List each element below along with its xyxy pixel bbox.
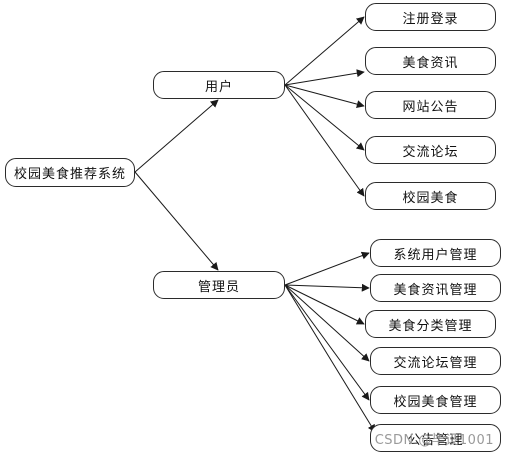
edge-user-to-site-notice: [284, 84, 365, 109]
branch-node-admin: 管理员: [153, 271, 285, 299]
leaf-node-label: 美食资讯: [402, 55, 459, 71]
leaf-node-label: 交流论坛: [402, 144, 459, 160]
leaf-node-food-news: 美食资讯: [365, 47, 496, 75]
leaf-node-notice-management: 公告管理: [370, 424, 501, 452]
edge-user-to-food-news: [284, 69, 365, 86]
leaf-node-label: 交流论坛管理: [393, 355, 478, 371]
leaf-node-label: 校园美食: [402, 190, 459, 206]
branch-node-label: 用户: [204, 79, 233, 95]
edge-user-to-register-login: [284, 16, 365, 86]
edge-root-to-user: [134, 99, 219, 173]
branch-node-user: 用户: [153, 71, 285, 99]
leaf-node-label: 注册登录: [402, 11, 459, 27]
leaf-node-campus-food: 校园美食: [365, 182, 496, 210]
leaf-node-forum: 交流论坛: [365, 136, 496, 164]
leaf-node-food-management: 校园美食管理: [370, 386, 501, 414]
edge-admin-to-user-management: [284, 251, 370, 286]
root-node: 校园美食推荐系统: [5, 158, 135, 187]
leaf-node-forum-management: 交流论坛管理: [370, 347, 501, 375]
leaf-node-news-management: 美食资讯管理: [370, 274, 501, 302]
leaf-node-category-management: 美食分类管理: [365, 310, 496, 338]
edge-admin-to-food-management: [284, 284, 370, 401]
leaf-node-label: 美食资讯管理: [393, 282, 478, 298]
leaf-node-user-management: 系统用户管理: [370, 239, 501, 267]
edge-admin-to-news-management: [284, 283, 370, 292]
root-node-label: 校园美食推荐系统: [13, 167, 126, 182]
leaf-node-label: 系统用户管理: [393, 247, 478, 263]
edge-user-to-forum: [284, 84, 365, 151]
connector-lines: [134, 16, 376, 433]
leaf-node-label: 校园美食管理: [393, 394, 478, 410]
watermark-text: CSDN @毕设1001: [374, 433, 494, 448]
edge-user-to-campus-food: [284, 84, 365, 197]
leaf-node-label: 美食分类管理: [388, 318, 473, 334]
leaf-node-label: 公告管理: [407, 432, 464, 448]
edge-admin-to-notice-management: [284, 284, 376, 433]
branch-node-label: 管理员: [197, 279, 240, 295]
leaf-node-register-login: 注册登录: [365, 3, 496, 31]
edge-admin-to-forum-management: [284, 284, 370, 362]
leaf-node-label: 网站公告: [402, 99, 459, 115]
leaf-node-site-notice: 网站公告: [365, 91, 496, 119]
edge-admin-to-category-management: [284, 284, 365, 325]
edge-root-to-admin: [134, 171, 219, 271]
